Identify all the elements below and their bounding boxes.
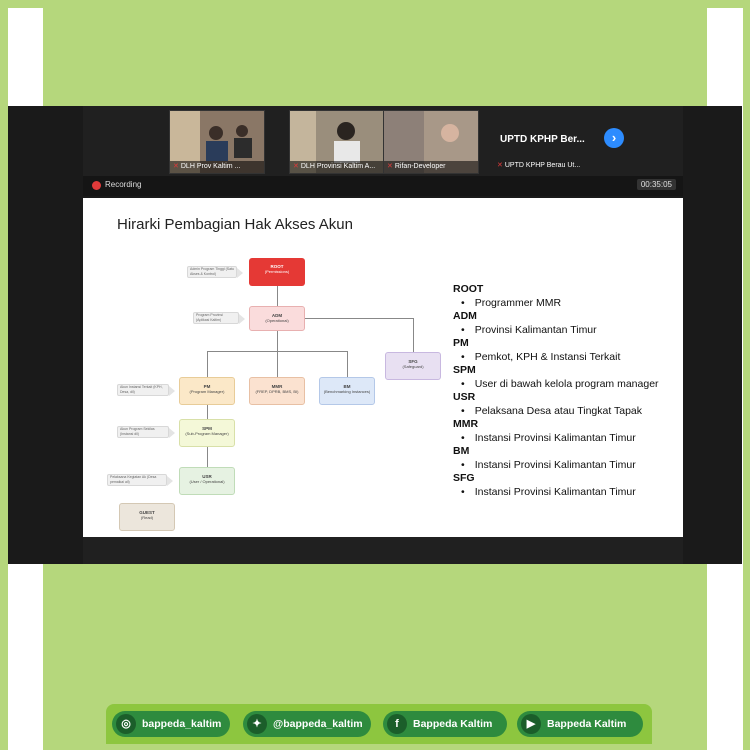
pm-note: Akun Instansi Terkait (KPH, Desa, dll)	[117, 384, 175, 396]
participant-name: ✕DLH Provinsi Kaltim A...	[290, 161, 384, 173]
mic-muted-icon: ✕	[293, 163, 299, 170]
screen-bottom-strip	[83, 537, 683, 564]
participant-strip: ✕DLH Prov Kaltim ... ✕DLH Provinsi Kalti…	[83, 106, 683, 176]
mic-muted-icon: ✕	[497, 162, 503, 169]
role-description: Pemkot, KPH & Instansi Terkait	[453, 351, 683, 365]
facebook-icon: f	[387, 714, 407, 734]
slide-title: Hirarki Pembagian Hak Akses Akun	[117, 216, 353, 233]
instagram-icon: ◎	[116, 714, 136, 734]
youtube-icon: ▶	[521, 714, 541, 734]
pm-node: PM(Program Manager)	[179, 377, 235, 405]
root-node: ROOT(Permissions)	[249, 258, 305, 286]
connector-line	[303, 318, 413, 319]
role-code: PM	[453, 337, 469, 349]
twitter-icon: ✦	[247, 714, 267, 734]
connector-line	[277, 351, 278, 377]
participant-name: ✕DLH Prov Kaltim ...	[170, 161, 264, 173]
connector-line	[207, 405, 208, 419]
bm-node: BM(Benchmarking Instances)	[319, 377, 375, 405]
youtube-link[interactable]: ▶ Bappeda Kaltim	[517, 711, 643, 737]
featured-participant-name: UPTD KPHP Ber...	[500, 134, 585, 145]
recording-icon	[92, 181, 101, 190]
role-code: SPM	[453, 364, 476, 376]
role-description: Pelaksana Desa atau Tingkat Tapak	[453, 405, 683, 419]
role-code: ROOT	[453, 283, 484, 295]
role-description: Instansi Provinsi Kalimantan Timur	[453, 486, 683, 500]
spm-note: Akun Program Sekilas (Instansi dll)	[117, 426, 175, 438]
social-media-bar: ◎ bappeda_kaltim ✦ @bappeda_kaltim f Bap…	[106, 704, 652, 744]
role-code: ADM	[453, 310, 477, 322]
role-code: SFG	[453, 472, 475, 484]
participant-tile-text[interactable]: ✕UPTD KPHP Berau Ut...	[494, 110, 604, 172]
mic-muted-icon: ✕	[173, 163, 179, 170]
spm-node: SPM(Sub-Program Manager)	[179, 419, 235, 447]
role-description: Programmer MMR	[453, 297, 683, 311]
root-note: Admin Program Tinggi (Satu Akses & Kontr…	[187, 266, 243, 278]
adm-node: ADM(Operational)	[249, 306, 305, 331]
adm-note: Program Provinsi (Aplikasi Kaltim)	[193, 312, 245, 324]
mmr-node: MMR(FREP, DPRB, BMS, BI)	[249, 377, 305, 405]
guest-node: GUEST(Read)	[119, 503, 175, 531]
instagram-handle: bappeda_kaltim	[142, 718, 222, 730]
sfg-node: SFG(Safeguard)	[385, 352, 441, 380]
recording-bar: Recording 00:35:05	[83, 176, 683, 196]
connector-line	[347, 351, 348, 377]
participant-tile[interactable]: ✕Rifan-Developer	[383, 110, 479, 174]
usr-note: Pelaksana Kegiatan Ak (Desa pemaikai all…	[107, 474, 173, 486]
mic-muted-icon: ✕	[387, 163, 393, 170]
participant-tile[interactable]: ✕DLH Provinsi Kaltim A...	[289, 110, 385, 174]
role-legend: ROOT Programmer MMR ADM Provinsi Kaliman…	[453, 283, 683, 499]
role-code: USR	[453, 391, 476, 403]
participant-name: ✕UPTD KPHP Berau Ut...	[497, 162, 581, 169]
instagram-link[interactable]: ◎ bappeda_kaltim	[112, 711, 230, 737]
meeting-timer: 00:35:05	[636, 179, 676, 190]
recording-label: Recording	[105, 180, 142, 189]
chevron-right-icon: ›	[611, 130, 617, 145]
facebook-link[interactable]: f Bappeda Kaltim	[383, 711, 507, 737]
connector-line	[207, 447, 208, 467]
next-participants-button[interactable]: ›	[604, 128, 624, 148]
youtube-name: Bappeda Kaltim	[547, 718, 627, 730]
usr-node: USR(User / Operational)	[179, 467, 235, 495]
connector-line	[413, 318, 414, 352]
connector-line	[277, 286, 278, 306]
connector-line	[207, 351, 208, 377]
role-description: Provinsi Kalimantan Timur	[453, 324, 683, 338]
facebook-name: Bappeda Kaltim	[413, 718, 493, 730]
role-description: Instansi Provinsi Kalimantan Timur	[453, 459, 683, 473]
shared-slide: Hirarki Pembagian Hak Akses Akun ROOT(Pe…	[83, 198, 683, 537]
twitter-link[interactable]: ✦ @bappeda_kaltim	[243, 711, 371, 737]
top-border	[0, 0, 750, 8]
twitter-handle: @bappeda_kaltim	[273, 718, 363, 730]
participant-tile[interactable]: ✕DLH Prov Kaltim ...	[169, 110, 265, 174]
connector-line	[277, 331, 278, 351]
participant-name: ✕Rifan-Developer	[384, 161, 478, 173]
role-description: User di bawah kelola program manager	[453, 378, 683, 392]
role-code: MMR	[453, 418, 479, 430]
zoom-meeting-screen: ✕DLH Prov Kaltim ... ✕DLH Provinsi Kalti…	[8, 106, 742, 564]
role-description: Instansi Provinsi Kalimantan Timur	[453, 432, 683, 446]
role-code: BM	[453, 445, 470, 457]
